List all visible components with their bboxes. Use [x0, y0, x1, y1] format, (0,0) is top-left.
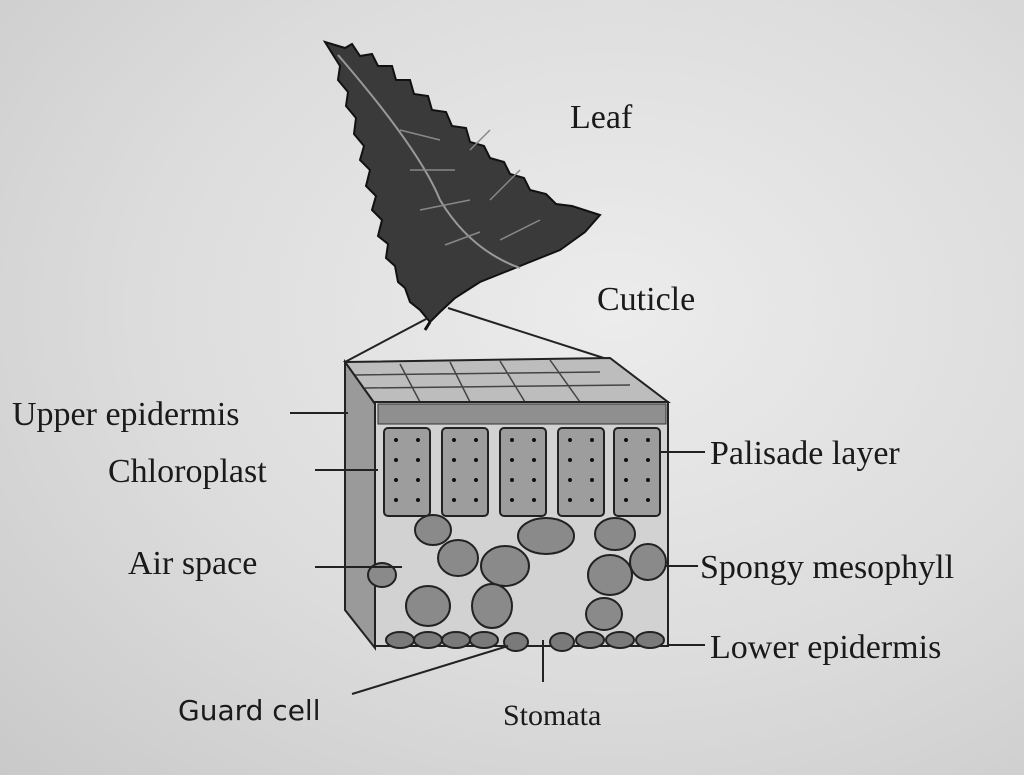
- label-leaf: Leaf: [570, 99, 633, 136]
- chloroplast-dot: [510, 478, 514, 482]
- chloroplast-dot: [624, 478, 628, 482]
- chloroplast-dot: [568, 478, 572, 482]
- chloroplast-dot: [646, 498, 650, 502]
- chloroplast-dot: [510, 458, 514, 462]
- label-cuticle: Cuticle: [597, 281, 695, 318]
- zoom-line-left: [344, 317, 429, 363]
- label-stomata: Stomata: [503, 699, 601, 732]
- chloroplast-dot: [394, 478, 398, 482]
- chloroplast-dot: [590, 478, 594, 482]
- label-chloroplast: Chloroplast: [108, 453, 267, 490]
- label-spongy-mesophyll: Spongy mesophyll: [700, 549, 954, 586]
- label-upper-epidermis: Upper epidermis: [12, 396, 240, 433]
- chloroplast-dot: [416, 478, 420, 482]
- chloroplast-dot: [590, 458, 594, 462]
- label-air-space: Air space: [128, 545, 257, 582]
- chloroplast-dot: [416, 498, 420, 502]
- label-guard-cell: Guard cell: [178, 694, 320, 727]
- chloroplast-dot: [510, 498, 514, 502]
- chloroplast-dot: [624, 438, 628, 442]
- chloroplast-dot: [646, 478, 650, 482]
- chloroplast-dot: [474, 498, 478, 502]
- chloroplast-dot: [568, 458, 572, 462]
- chloroplast-dot: [568, 438, 572, 442]
- zoom-line-right: [447, 307, 611, 361]
- chloroplast-dot: [394, 438, 398, 442]
- tissue-block: [343, 356, 671, 652]
- chloroplast-dot: [394, 498, 398, 502]
- chloroplast-dot: [452, 438, 456, 442]
- chloroplast-dot: [452, 498, 456, 502]
- chloroplast-dot: [474, 438, 478, 442]
- chloroplast-dot: [532, 458, 536, 462]
- chloroplast-dot: [532, 438, 536, 442]
- chloroplast-dot: [590, 438, 594, 442]
- chloroplast-dot: [452, 478, 456, 482]
- chloroplast-dot: [532, 498, 536, 502]
- chloroplast-dot: [568, 498, 572, 502]
- chloroplast-dot: [474, 458, 478, 462]
- chloroplast-dot: [416, 438, 420, 442]
- chloroplast-dot: [532, 478, 536, 482]
- chloroplast-dot: [624, 498, 628, 502]
- chloroplast-dot: [474, 478, 478, 482]
- leaf-illustration: [322, 40, 602, 331]
- chloroplast-dot: [416, 458, 420, 462]
- guard-cell-leader: [351, 645, 509, 695]
- chloroplast-dot: [646, 458, 650, 462]
- chloroplast-dot: [394, 458, 398, 462]
- chloroplast-dot: [624, 458, 628, 462]
- chloroplast-dot: [590, 498, 594, 502]
- chloroplast-dot: [646, 438, 650, 442]
- label-lower-epidermis: Lower epidermis: [710, 629, 941, 666]
- chloroplast-dot: [452, 458, 456, 462]
- label-palisade-layer: Palisade layer: [710, 435, 900, 472]
- chloroplast-dot: [510, 438, 514, 442]
